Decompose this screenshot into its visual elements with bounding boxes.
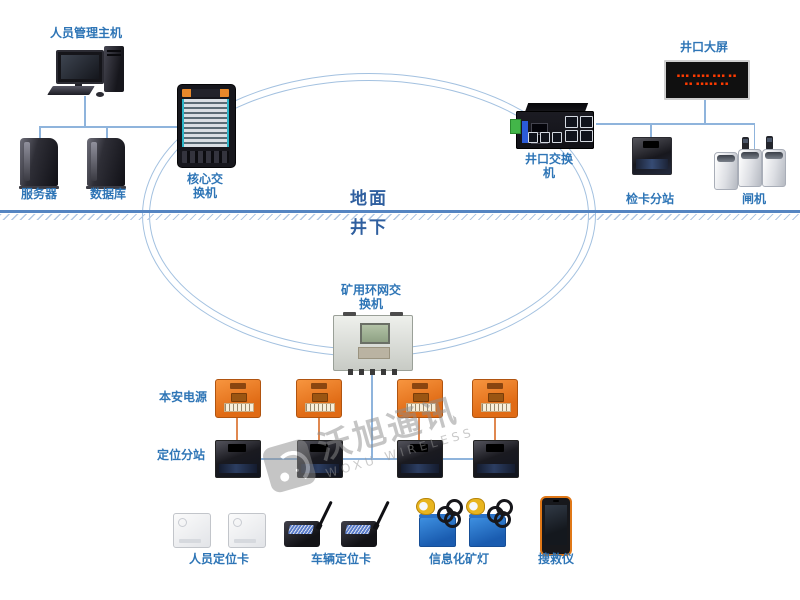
big-screen-label: 井口大屏	[679, 40, 729, 54]
turnstile-icon	[738, 149, 762, 187]
positioning-station-label: 定位分站	[156, 448, 206, 462]
connector-line	[39, 126, 41, 138]
connector-line	[753, 123, 755, 150]
connector-line	[704, 96, 706, 124]
led-screen-text-line1: ▪▪▪ ▪▪▪▪ ▪▪▪ ▪▪	[676, 72, 738, 79]
connector-line	[596, 123, 754, 125]
server-label: 服务器	[20, 187, 58, 201]
person-card-label: 人员定位卡	[188, 552, 250, 566]
rescue-device-label: 搜救仪	[537, 552, 575, 566]
core-switch-icon	[177, 84, 236, 168]
connector-line	[237, 458, 497, 460]
power-connector-line	[318, 417, 320, 442]
person-card-icon	[228, 513, 266, 548]
turnstile-icon	[762, 149, 786, 187]
ring-switch-icon	[333, 312, 413, 375]
connector-line	[650, 123, 652, 138]
positioning-station-icon	[297, 440, 343, 478]
card-check-label: 检卡分站	[625, 192, 675, 206]
vehicle-card-label: 车辆定位卡	[310, 552, 372, 566]
vehicle-card-icon	[341, 500, 390, 547]
personnel-host-icon	[46, 42, 138, 100]
database-label: 数据库	[89, 187, 127, 201]
turnstile-reader-icon	[766, 136, 773, 150]
led-screen-icon: ▪▪▪ ▪▪▪▪ ▪▪▪ ▪▪ ▪▪ ▪▪▪▪▪ ▪▪	[664, 60, 750, 100]
surface-label: 地面	[350, 189, 388, 209]
connector-line	[39, 126, 179, 128]
positioning-station-icon	[473, 440, 519, 478]
rescue-device-icon	[540, 496, 572, 556]
wellhead-switch-icon	[510, 103, 596, 149]
wellhead-switch-label: 井口交换 机	[524, 152, 574, 180]
person-card-icon	[173, 513, 211, 548]
connector-line	[106, 126, 108, 138]
positioning-station-icon	[215, 440, 261, 478]
safe-power-icon	[296, 379, 342, 418]
miner-lamp-label: 信息化矿灯	[428, 552, 490, 566]
power-connector-line	[418, 417, 420, 442]
positioning-station-icon	[397, 440, 443, 478]
server-icon	[19, 138, 59, 189]
connector-line	[84, 96, 86, 126]
vehicle-card-icon	[284, 500, 333, 547]
database-icon	[86, 138, 126, 189]
miner-lamp-icon	[416, 496, 466, 548]
card-check-station-icon	[632, 137, 672, 175]
host-label: 人员管理主机	[49, 26, 123, 40]
ground-hatch	[0, 213, 800, 220]
core-switch-label: 核心交 换机	[186, 172, 224, 200]
turnstile-reader-icon	[742, 137, 749, 151]
safe-power-icon	[397, 379, 443, 418]
safe-power-icon	[472, 379, 518, 418]
underground-label: 井下	[350, 218, 388, 238]
power-connector-line	[236, 417, 238, 442]
safe-power-label: 本安电源	[158, 390, 208, 404]
connector-line	[371, 369, 373, 458]
ground-divider-line	[0, 210, 800, 213]
miner-lamp-icon	[466, 496, 516, 548]
power-connector-line	[494, 417, 496, 442]
led-screen-text-line2: ▪▪ ▪▪▪▪▪ ▪▪	[684, 80, 730, 87]
safe-power-icon	[215, 379, 261, 418]
ring-switch-label: 矿用环网交 换机	[340, 283, 402, 311]
turnstile-label: 闸机	[741, 192, 767, 206]
turnstile-icon	[714, 152, 738, 190]
